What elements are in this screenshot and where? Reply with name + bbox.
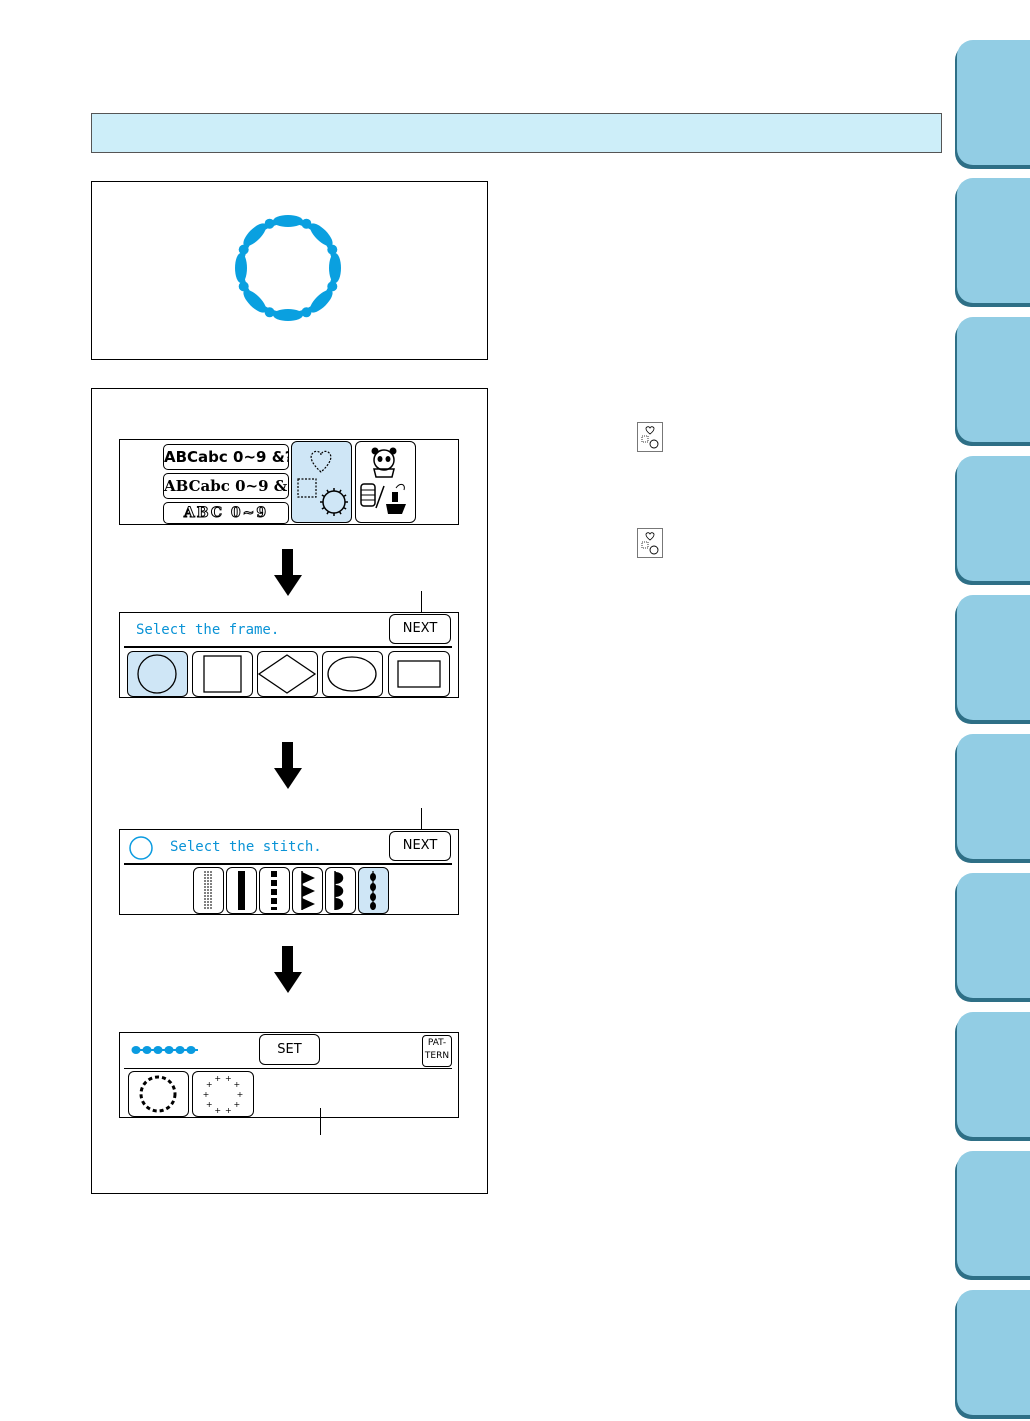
triangle-stitch-icon: [301, 871, 315, 910]
sample-pattern-box: [91, 181, 488, 360]
stitch-option-scallop[interactable]: [325, 867, 356, 914]
svg-text:+: +: [206, 1080, 213, 1089]
frame-pattern-key-icon: [637, 528, 663, 558]
font-button-outline[interactable]: ABC 0~9: [163, 502, 289, 524]
set-label: SET: [277, 1042, 302, 1057]
frame-option-diamond[interactable]: [257, 651, 318, 697]
svg-text:+: +: [237, 1090, 244, 1099]
star-circle-pattern-icon: ++++++++++: [203, 1074, 244, 1115]
frame-pattern-key-icon: [637, 422, 663, 452]
oval-frame-icon: [327, 656, 377, 692]
svg-text:+: +: [214, 1074, 221, 1083]
next-button[interactable]: NEXT: [389, 614, 451, 644]
stitch-prompt: Select the stitch.: [170, 839, 322, 855]
chapter-tab-7[interactable]: [957, 873, 1030, 998]
pattern-button[interactable]: PAT- TERN: [422, 1035, 452, 1067]
set-button[interactable]: SET: [259, 1034, 320, 1065]
stitch-option-triangle[interactable]: [292, 867, 323, 914]
divider: [124, 1068, 452, 1069]
bead-circle-pattern-icon: [139, 1075, 177, 1113]
pattern-option-bead-circle[interactable]: [128, 1071, 189, 1117]
dashed-stitch-icon: [271, 871, 277, 910]
scallop-stitch-icon: [334, 871, 344, 910]
rectangle-frame-icon: [397, 660, 441, 688]
callout-line: [421, 591, 422, 613]
stitch-select-screen: Select the stitch. NEXT: [119, 829, 459, 915]
circle-frame-icon: [137, 654, 177, 694]
frame-option-circle[interactable]: [127, 651, 188, 697]
bead-stitch-preview-icon: [131, 1046, 198, 1054]
frame-option-oval[interactable]: [322, 651, 383, 697]
bead-stitch-icon: [370, 871, 376, 910]
svg-text:+: +: [214, 1106, 221, 1115]
one-point-motif-button[interactable]: [355, 441, 416, 523]
pattern-label-line1: PAT-: [427, 1038, 447, 1048]
chapter-tab-2[interactable]: [957, 178, 1030, 303]
down-arrow-icon: [274, 946, 302, 993]
square-frame-icon: [203, 655, 242, 693]
divider: [124, 646, 452, 648]
chapter-tab-10[interactable]: [957, 1290, 1030, 1415]
section-header-bar: [91, 113, 942, 153]
svg-text:+: +: [206, 1100, 213, 1109]
svg-text:+: +: [233, 1100, 240, 1109]
next-label: NEXT: [402, 621, 438, 636]
next-button[interactable]: NEXT: [389, 831, 451, 861]
next-label: NEXT: [402, 838, 438, 853]
diamond-frame-icon: [257, 654, 317, 694]
svg-text:+: +: [225, 1074, 232, 1083]
chapter-tab-6[interactable]: [957, 734, 1030, 859]
down-arrow-icon: [274, 549, 302, 596]
panda-motif-icon: [360, 447, 406, 514]
svg-text:+: +: [225, 1106, 232, 1115]
bead-circle-sample-illustration: [235, 215, 341, 321]
category-screen: ABCabc 0~9 &? ABCabc 0~9 &? ABC 0~9: [119, 439, 459, 525]
font-button-serif[interactable]: ABCabc 0~9 &?: [163, 473, 289, 499]
frame-prompt: Select the frame.: [136, 622, 280, 638]
frame-select-screen: Select the frame. NEXT: [119, 612, 459, 698]
satin-stitch-icon: [238, 871, 245, 910]
selected-circle-frame-icon: [129, 836, 153, 860]
chapter-tab-3[interactable]: [957, 317, 1030, 442]
chapter-tab-1[interactable]: [957, 40, 1030, 165]
frame-option-square[interactable]: [192, 651, 253, 697]
pattern-label-line2: TERN: [424, 1051, 450, 1061]
chapter-tab-8[interactable]: [957, 1012, 1030, 1137]
triple-straight-stitch-icon: [204, 871, 212, 910]
pattern-option-star-circle[interactable]: ++++++++++: [192, 1071, 254, 1117]
bead-ring: [235, 215, 341, 321]
stitch-option-bead[interactable]: [358, 867, 389, 914]
frame-pattern-button[interactable]: [291, 441, 352, 523]
stitch-option-triple-straight[interactable]: [193, 867, 224, 914]
chapter-tab-9[interactable]: [957, 1151, 1030, 1276]
stitch-option-satin[interactable]: [226, 867, 257, 914]
svg-text:+: +: [233, 1080, 240, 1089]
stitch-option-dashed[interactable]: [259, 867, 290, 914]
callout-line: [320, 1108, 321, 1135]
down-arrow-icon: [274, 742, 302, 789]
divider: [124, 863, 452, 865]
svg-text:+: +: [203, 1090, 210, 1099]
chapter-tab-4[interactable]: [957, 456, 1030, 581]
frame-pattern-icon: [297, 450, 348, 516]
callout-line: [421, 808, 422, 830]
font-button-gothic[interactable]: ABCabc 0~9 &?: [163, 444, 289, 470]
pattern-select-screen: SET PAT- TERN ++++++++++: [119, 1032, 459, 1118]
frame-option-rectangle[interactable]: [388, 651, 450, 697]
chapter-tab-5[interactable]: [957, 595, 1030, 720]
